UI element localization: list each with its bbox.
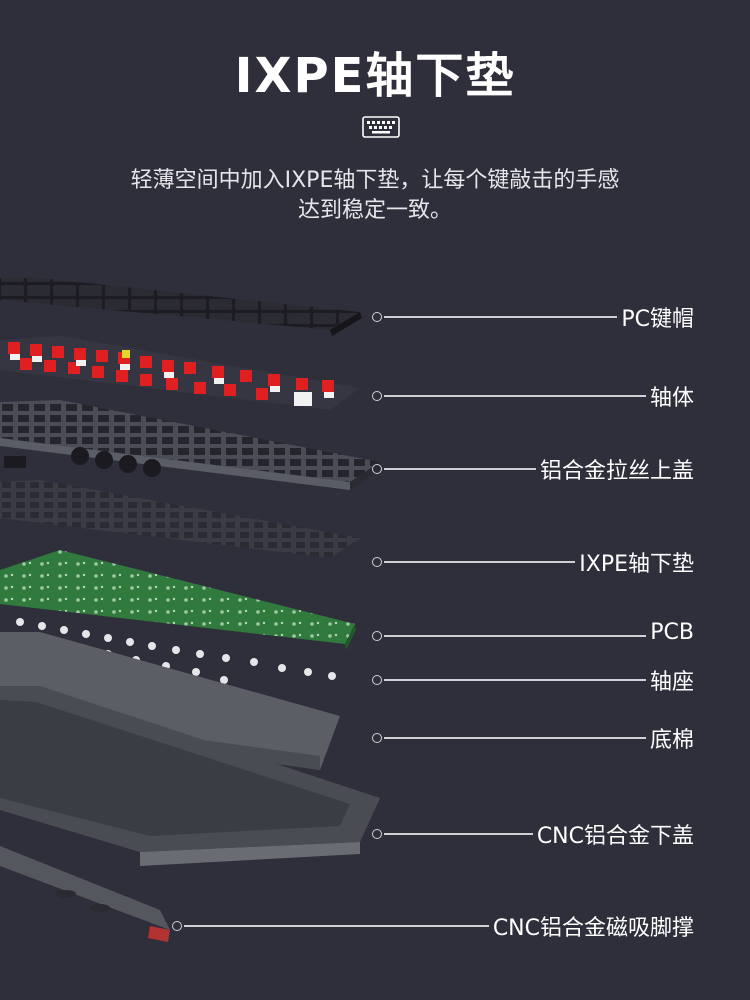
keycap-layer [0,278,362,336]
callout-dot-icon [372,464,382,474]
callout-dot-icon [372,733,382,743]
callout-dot-icon [372,675,382,685]
callout-dot-icon [372,829,382,839]
description-line-1: 轻薄空间中加入IXPE轴下垫，让每个键敲击的手感 [75,166,675,196]
callout-line [184,925,489,927]
callout-line [384,468,536,470]
callout-dot-icon [372,557,382,567]
callout-line [384,833,533,835]
layer-label: CNC铝合金磁吸脚撑 [493,910,694,942]
callout-dot-icon [372,391,382,401]
callout-4: IXPE轴下垫 [372,554,750,570]
callout-line [384,635,646,637]
callout-line [384,679,646,681]
layer-label: CNC铝合金下盖 [537,818,694,850]
layer-label: IXPE轴下垫 [579,546,694,578]
pcb-layer [0,550,356,650]
callout-dot-icon [372,631,382,641]
layer-label: PCB [650,620,694,645]
callout-5: PCB [372,628,750,644]
keyboard-icon [362,116,400,138]
callout-line [384,561,575,563]
callout-line [384,316,617,318]
callout-line [384,395,646,397]
callout-7: 底棉 [372,730,750,746]
top-plate-layer [0,400,380,490]
callout-6: 轴座 [372,672,750,688]
callout-dot-icon [172,921,182,931]
layer-label: 底棉 [650,722,694,754]
layer-label: 轴座 [650,664,694,696]
layer-label: 轴体 [650,380,694,412]
callout-8: CNC铝合金下盖 [372,826,750,842]
callout-dot-icon [372,312,382,322]
layer-label: PC键帽 [621,301,694,333]
switch-layer [0,336,360,410]
layer-label: 铝合金拉丝上盖 [540,453,694,485]
callout-line [384,737,646,739]
ixpe-foam-layer [0,480,360,558]
page-title: IXPE轴下垫 [0,36,750,106]
description: 轻薄空间中加入IXPE轴下垫，让每个键敲击的手感 达到稳定一致。 [75,166,675,226]
callout-2: 轴体 [372,388,750,404]
callout-3: 铝合金拉丝上盖 [372,461,750,477]
description-line-2: 达到稳定一致。 [75,196,675,226]
callout-9: CNC铝合金磁吸脚撑 [172,918,750,934]
callout-1: PC键帽 [372,309,750,325]
